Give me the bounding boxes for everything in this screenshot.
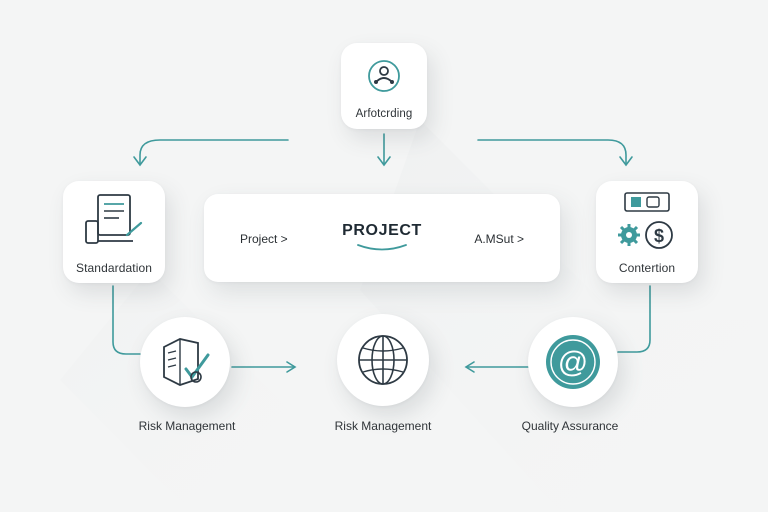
circle-right-label: Quality Assurance [521, 419, 619, 433]
circle-middle-label: Risk Management [334, 419, 432, 433]
connector-right-down [617, 285, 651, 353]
svg-text:@: @ [558, 346, 588, 379]
circle-node-middle[interactable] [337, 314, 429, 406]
arrowhead-top-down [377, 156, 391, 167]
node-right[interactable]: $ Contertion [596, 181, 698, 283]
svg-text:$: $ [654, 226, 664, 246]
circle-left-label: Risk Management [138, 419, 236, 433]
document-device-icon [85, 194, 143, 244]
arrowhead-left-to-mid [286, 361, 297, 373]
arrowhead-right-to-mid [464, 361, 475, 373]
banner-title: PROJECT [342, 222, 422, 239]
node-left[interactable]: Standardation [63, 181, 165, 283]
circle-node-right[interactable]: @ [528, 317, 618, 407]
document-check-icon [163, 338, 210, 386]
project-banner[interactable]: Project > PROJECT A.MSut > [204, 194, 560, 282]
at-sign-icon: @ [546, 335, 600, 389]
connector-left-down [112, 285, 141, 355]
circle-node-left[interactable] [140, 317, 230, 407]
globe-icon [358, 335, 408, 385]
connector-top-right [477, 139, 627, 165]
arrowhead-top-right [619, 156, 633, 167]
node-right-label: Contertion [618, 261, 676, 275]
node-left-label: Standardation [75, 261, 153, 275]
arrowhead-top-left [133, 156, 147, 167]
swoosh-icon [357, 244, 407, 251]
node-top-label: Arfotcrding [355, 108, 413, 120]
banner-left-link[interactable]: Project > [240, 232, 288, 246]
banner-right-link[interactable]: A.MSut > [474, 232, 524, 246]
node-top[interactable]: Arfotcrding [341, 43, 427, 129]
person-network-icon [368, 60, 400, 92]
gear-dollar-icon: $ [618, 192, 673, 249]
connector-top-left [139, 139, 289, 165]
